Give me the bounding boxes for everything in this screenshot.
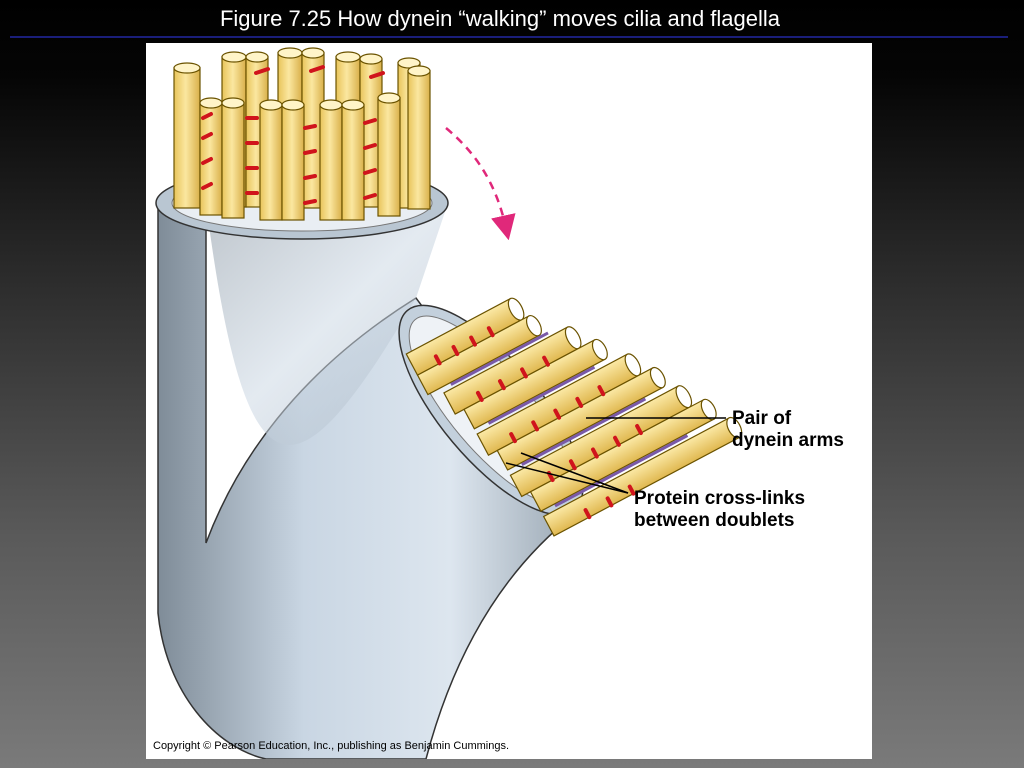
axoneme-illustration (155, 47, 743, 759)
cross-links-bent (450, 331, 689, 508)
cross-links-leader-a (505, 462, 629, 494)
figure-panel: Pair of dynein arms Protein cross-links … (146, 43, 872, 759)
dynein-arms-vertical (201, 65, 385, 205)
label-leaders (505, 417, 726, 494)
axoneme-vertical (173, 47, 431, 221)
dynein-arms-bent (433, 326, 643, 520)
axoneme-bent (405, 297, 743, 537)
cross-links-leader-b (520, 452, 629, 494)
title-divider (10, 36, 1008, 38)
copyright-notice: Copyright © Pearson Education, Inc., pub… (153, 740, 510, 752)
bend-arrow (445, 127, 516, 241)
slide-title: Figure 7.25 How dynein “walking” moves c… (219, 6, 781, 31)
label-dynein-arms: Pair of dynein arms (732, 408, 844, 451)
label-cross-links: Protein cross-links between doublets (634, 488, 806, 531)
